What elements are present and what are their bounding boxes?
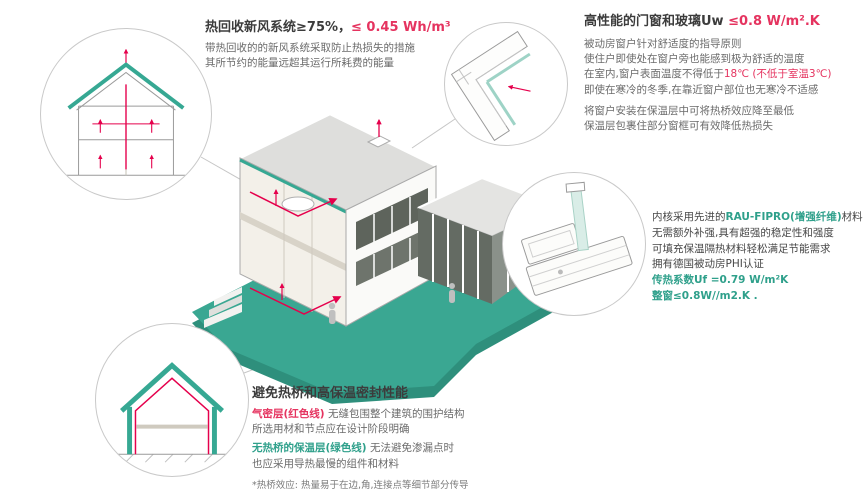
thermal-material-line: 也应采用导热最慢的组件和材料 bbox=[252, 457, 399, 470]
windows-guideline-line: 即使在寒冷的冬季,在靠近窗户部位也无寒冷不适感 bbox=[584, 83, 819, 96]
bathtub bbox=[281, 196, 315, 212]
windows-guideline-line: 被动房窗户针对舒适度的指导原则 bbox=[584, 37, 742, 50]
roof-vent-stack bbox=[366, 118, 392, 148]
frame-material-pre: 内核采用先进的 bbox=[652, 211, 726, 223]
frame-profile-circle bbox=[502, 172, 646, 316]
frame-material-line: 内核采用先进的RAU-FIPRO(增强纤维)材料 bbox=[652, 210, 864, 226]
frame-feature-line: 拥有德国被动房PHI认证 bbox=[652, 258, 764, 271]
windows-callout-text: 高性能的门窗和玻璃Uw ≤0.8 W/m².K 被动房窗户针对舒适度的指导原则 … bbox=[584, 14, 862, 134]
thermal-title: 避免热桥和高保温密封性能 bbox=[252, 386, 409, 401]
glazing-band-lower bbox=[356, 228, 428, 286]
windows-temp-value: 18℃ (不低于室温3℃) bbox=[723, 68, 832, 81]
windows-temp-text: 在室内,窗户表面温度不得低于 bbox=[584, 68, 724, 81]
airtight-layer-desc: 无缝包围整个建筑的围护结构 bbox=[324, 407, 465, 420]
airtight-layer-red-line bbox=[134, 377, 210, 455]
ventilation-desc-line: 带热回收的的新风系统采取防止热损失的措施 bbox=[205, 41, 415, 54]
frame-profile-drawing bbox=[521, 181, 633, 296]
frame-material-name: RAU-FIPRO(增强纤维) bbox=[725, 211, 842, 223]
ventilation-title: 热回收新风系统≥75%，≤ 0.45 Wh/m³ bbox=[205, 20, 505, 37]
pavilion-glass-left bbox=[418, 208, 492, 304]
windows-title-value: ≤0.8 W/m².K bbox=[728, 14, 820, 29]
frame-callout-text: 内核采用先进的RAU-FIPRO(增强纤维)材料 无需额外补强,具有超强的稳定性… bbox=[652, 210, 864, 305]
ventilation-title-main: 热回收新风系统≥75%， bbox=[205, 20, 352, 35]
ventilation-detail-circle bbox=[40, 28, 212, 200]
floor-slab bbox=[240, 212, 346, 271]
glass-edge bbox=[486, 52, 531, 84]
insulation-layer-green-line bbox=[120, 362, 224, 455]
terrace-steps bbox=[204, 287, 242, 328]
ventilation-desc-line: 其所节约的能量远超其运行所耗费的能量 bbox=[205, 57, 394, 70]
windows-guideline-line: 使住户即使处在窗户旁也能感到极为舒适的温度 bbox=[584, 53, 805, 66]
window-detail-circle bbox=[444, 22, 568, 146]
windows-title: 高性能的门窗和玻璃Uw ≤0.8 W/m².K bbox=[584, 14, 862, 31]
ventilation-section-drawing bbox=[66, 48, 186, 176]
envelope-section-drawing bbox=[111, 362, 233, 463]
ventilation-callout-text: 热回收新风系统≥75%，≤ 0.45 Wh/m³ 带热回收的的新风系统采取防止热… bbox=[205, 20, 505, 71]
frame-uvalue-line: 整窗≤0.8W//m2.K . bbox=[652, 289, 758, 302]
ventilation-duct-upper bbox=[249, 188, 338, 217]
insulation-layer-desc: 无法避免渗漏点时 bbox=[366, 442, 454, 455]
windows-title-main: 高性能的门窗和玻璃Uw bbox=[584, 14, 729, 29]
roof-insulation-line bbox=[67, 62, 185, 110]
windows-install-line: 将窗户安装在保温层中可将热桥效应降至最低 bbox=[584, 104, 794, 117]
airtight-layer-label: 气密层(红色线) bbox=[252, 407, 325, 420]
ventilation-title-value: ≤ 0.45 Wh/m³ bbox=[351, 20, 451, 35]
house-main-block bbox=[238, 112, 438, 327]
thermal-bridge-circle bbox=[95, 323, 249, 477]
thermal-callout-text: 避免热桥和高保温密封性能 气密层(红色线) 无缝包围整个建筑的围护结构 所选用材… bbox=[252, 386, 582, 491]
airtight-layer-line: 气密层(红色线) 无缝包围整个建筑的围护结构 bbox=[252, 407, 582, 422]
ventilation-duct-lower bbox=[249, 282, 342, 315]
thermal-bridge-footnote: *热桥效应: 热量易于在边,角,连接点等细节部分传导 bbox=[252, 479, 469, 491]
windows-install-line: 保温层包裹住部分窗框可有效降低热损失 bbox=[584, 119, 773, 132]
ventilation-air-flows bbox=[92, 48, 160, 170]
insulation-layer-line: 无热桥的保温层(绿色线) 无法避免渗漏点时 bbox=[252, 441, 582, 456]
frame-uvalue-line: 传热系数Uf =0.79 W/m²K bbox=[652, 274, 789, 286]
insulation-layer-label: 无热桥的保温层(绿色线) bbox=[252, 442, 367, 455]
ground-hatching bbox=[125, 453, 213, 463]
glazing-band-upper bbox=[356, 188, 428, 250]
thermal-design-line: 所选用材和节点应在设计阶段明确 bbox=[252, 423, 410, 436]
human-figures bbox=[328, 283, 455, 324]
frame-material-post: 材料 bbox=[841, 211, 863, 223]
window-corner-drawing bbox=[450, 30, 531, 142]
windows-guideline-line: 在室内,窗户表面温度不得低于18℃ (不低于室温3℃) bbox=[584, 67, 862, 82]
frame-sill-profile bbox=[525, 235, 633, 296]
frame-feature-line: 无需额外补强,具有超强的稳定性和强度 bbox=[652, 226, 834, 239]
frame-feature-line: 可填充保温隔热材料轻松满足节能需求 bbox=[652, 242, 831, 255]
